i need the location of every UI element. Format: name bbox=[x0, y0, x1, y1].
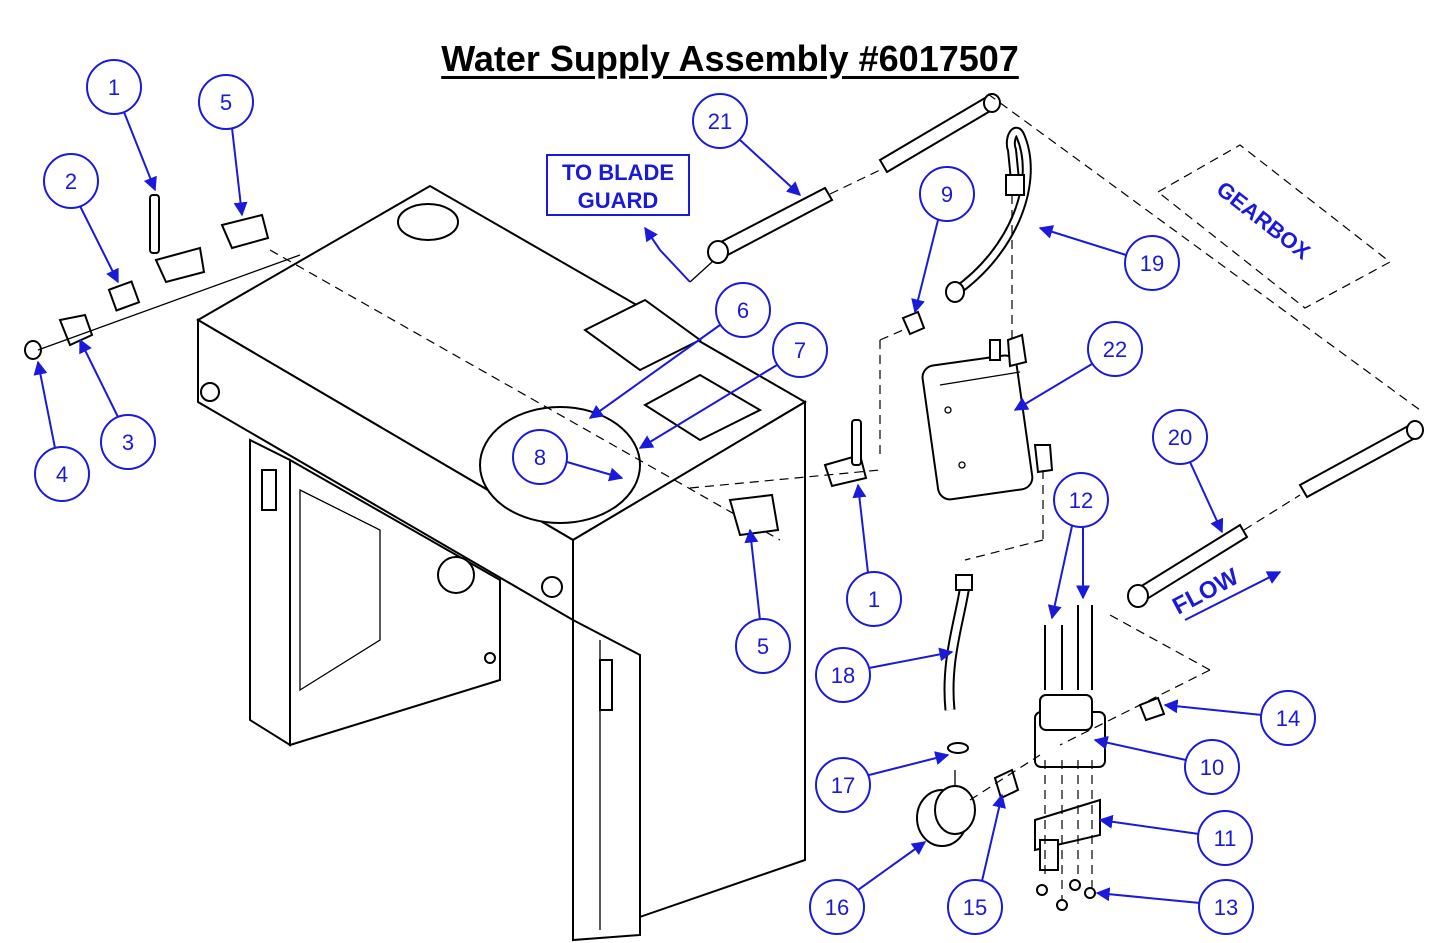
callouts: 1 5 2 3 4 21 9 19 6 bbox=[33, 59, 1316, 935]
callout-4: 4 bbox=[56, 462, 68, 487]
callout-circle bbox=[772, 322, 828, 378]
callout-circle bbox=[1197, 810, 1253, 866]
callout-circle bbox=[1087, 321, 1143, 377]
callout-9: 9 bbox=[941, 182, 953, 207]
callout-1-right: 1 bbox=[868, 587, 880, 612]
callout-circle bbox=[1184, 739, 1240, 795]
callout-circle bbox=[198, 74, 254, 130]
callout-15: 15 bbox=[963, 895, 987, 920]
to-blade-guard-label: TO BLADE GUARD bbox=[546, 154, 713, 283]
hose-18 bbox=[943, 574, 973, 711]
callout-8: 8 bbox=[534, 445, 546, 470]
callout-3: 3 bbox=[122, 430, 134, 455]
gearbox-box: GEARBOX bbox=[1156, 144, 1392, 309]
callout-circle bbox=[815, 757, 871, 813]
callout-5-bottom: 5 bbox=[757, 634, 769, 659]
callout-7: 7 bbox=[794, 338, 806, 363]
callout-2: 2 bbox=[65, 169, 77, 194]
callout-10: 10 bbox=[1200, 755, 1224, 780]
to-blade-guard-line1: TO BLADE bbox=[562, 160, 674, 185]
callout-circle bbox=[1260, 690, 1316, 746]
callout-22: 22 bbox=[1103, 337, 1127, 362]
callout-14: 14 bbox=[1276, 706, 1300, 731]
callout-circle bbox=[846, 571, 902, 627]
hose-21 bbox=[707, 93, 1001, 264]
callout-12: 12 bbox=[1069, 488, 1093, 513]
callout-1-top: 1 bbox=[108, 75, 120, 100]
callout-circle bbox=[1124, 235, 1180, 291]
main-frame bbox=[196, 184, 807, 942]
callout-17: 17 bbox=[831, 773, 855, 798]
gearbox-label: GEARBOX bbox=[1212, 176, 1315, 264]
callout-20: 20 bbox=[1168, 425, 1192, 450]
callout-19: 19 bbox=[1140, 251, 1164, 276]
left-valve-assembly bbox=[24, 194, 301, 360]
callout-circle bbox=[947, 879, 1003, 935]
callout-circle bbox=[512, 429, 568, 485]
callout-circle bbox=[919, 166, 975, 222]
callout-circle bbox=[735, 618, 791, 674]
callout-circle bbox=[715, 282, 771, 338]
hose-19 bbox=[945, 126, 1032, 303]
callout-circle bbox=[100, 414, 156, 470]
callout-circle bbox=[692, 93, 748, 149]
callout-13: 13 bbox=[1214, 895, 1238, 920]
callout-18: 18 bbox=[831, 663, 855, 688]
to-blade-guard-line2: GUARD bbox=[578, 188, 659, 213]
heat-exchanger-22 bbox=[921, 333, 1054, 501]
valve-right bbox=[689, 419, 881, 537]
callout-circle bbox=[34, 446, 90, 502]
routing-lines bbox=[879, 93, 1421, 900]
callout-circle bbox=[43, 153, 99, 209]
callout-circle bbox=[86, 59, 142, 115]
fitting-9 bbox=[901, 310, 926, 336]
hose-20 bbox=[1127, 420, 1424, 608]
gauge-assembly bbox=[916, 742, 1020, 847]
callout-circle bbox=[1198, 879, 1254, 935]
callout-16: 16 bbox=[825, 895, 849, 920]
callout-5-top: 5 bbox=[220, 90, 232, 115]
callout-circle bbox=[815, 647, 871, 703]
callout-circle bbox=[1053, 472, 1109, 528]
callout-21: 21 bbox=[708, 109, 732, 134]
callout-circle bbox=[1152, 409, 1208, 465]
callout-6: 6 bbox=[737, 298, 749, 323]
diagram-title: Water Supply Assembly #6017507 bbox=[441, 38, 1019, 79]
solenoid-valve-assembly bbox=[1034, 605, 1166, 911]
callout-11: 11 bbox=[1214, 826, 1237, 851]
callout-circle bbox=[809, 879, 865, 935]
